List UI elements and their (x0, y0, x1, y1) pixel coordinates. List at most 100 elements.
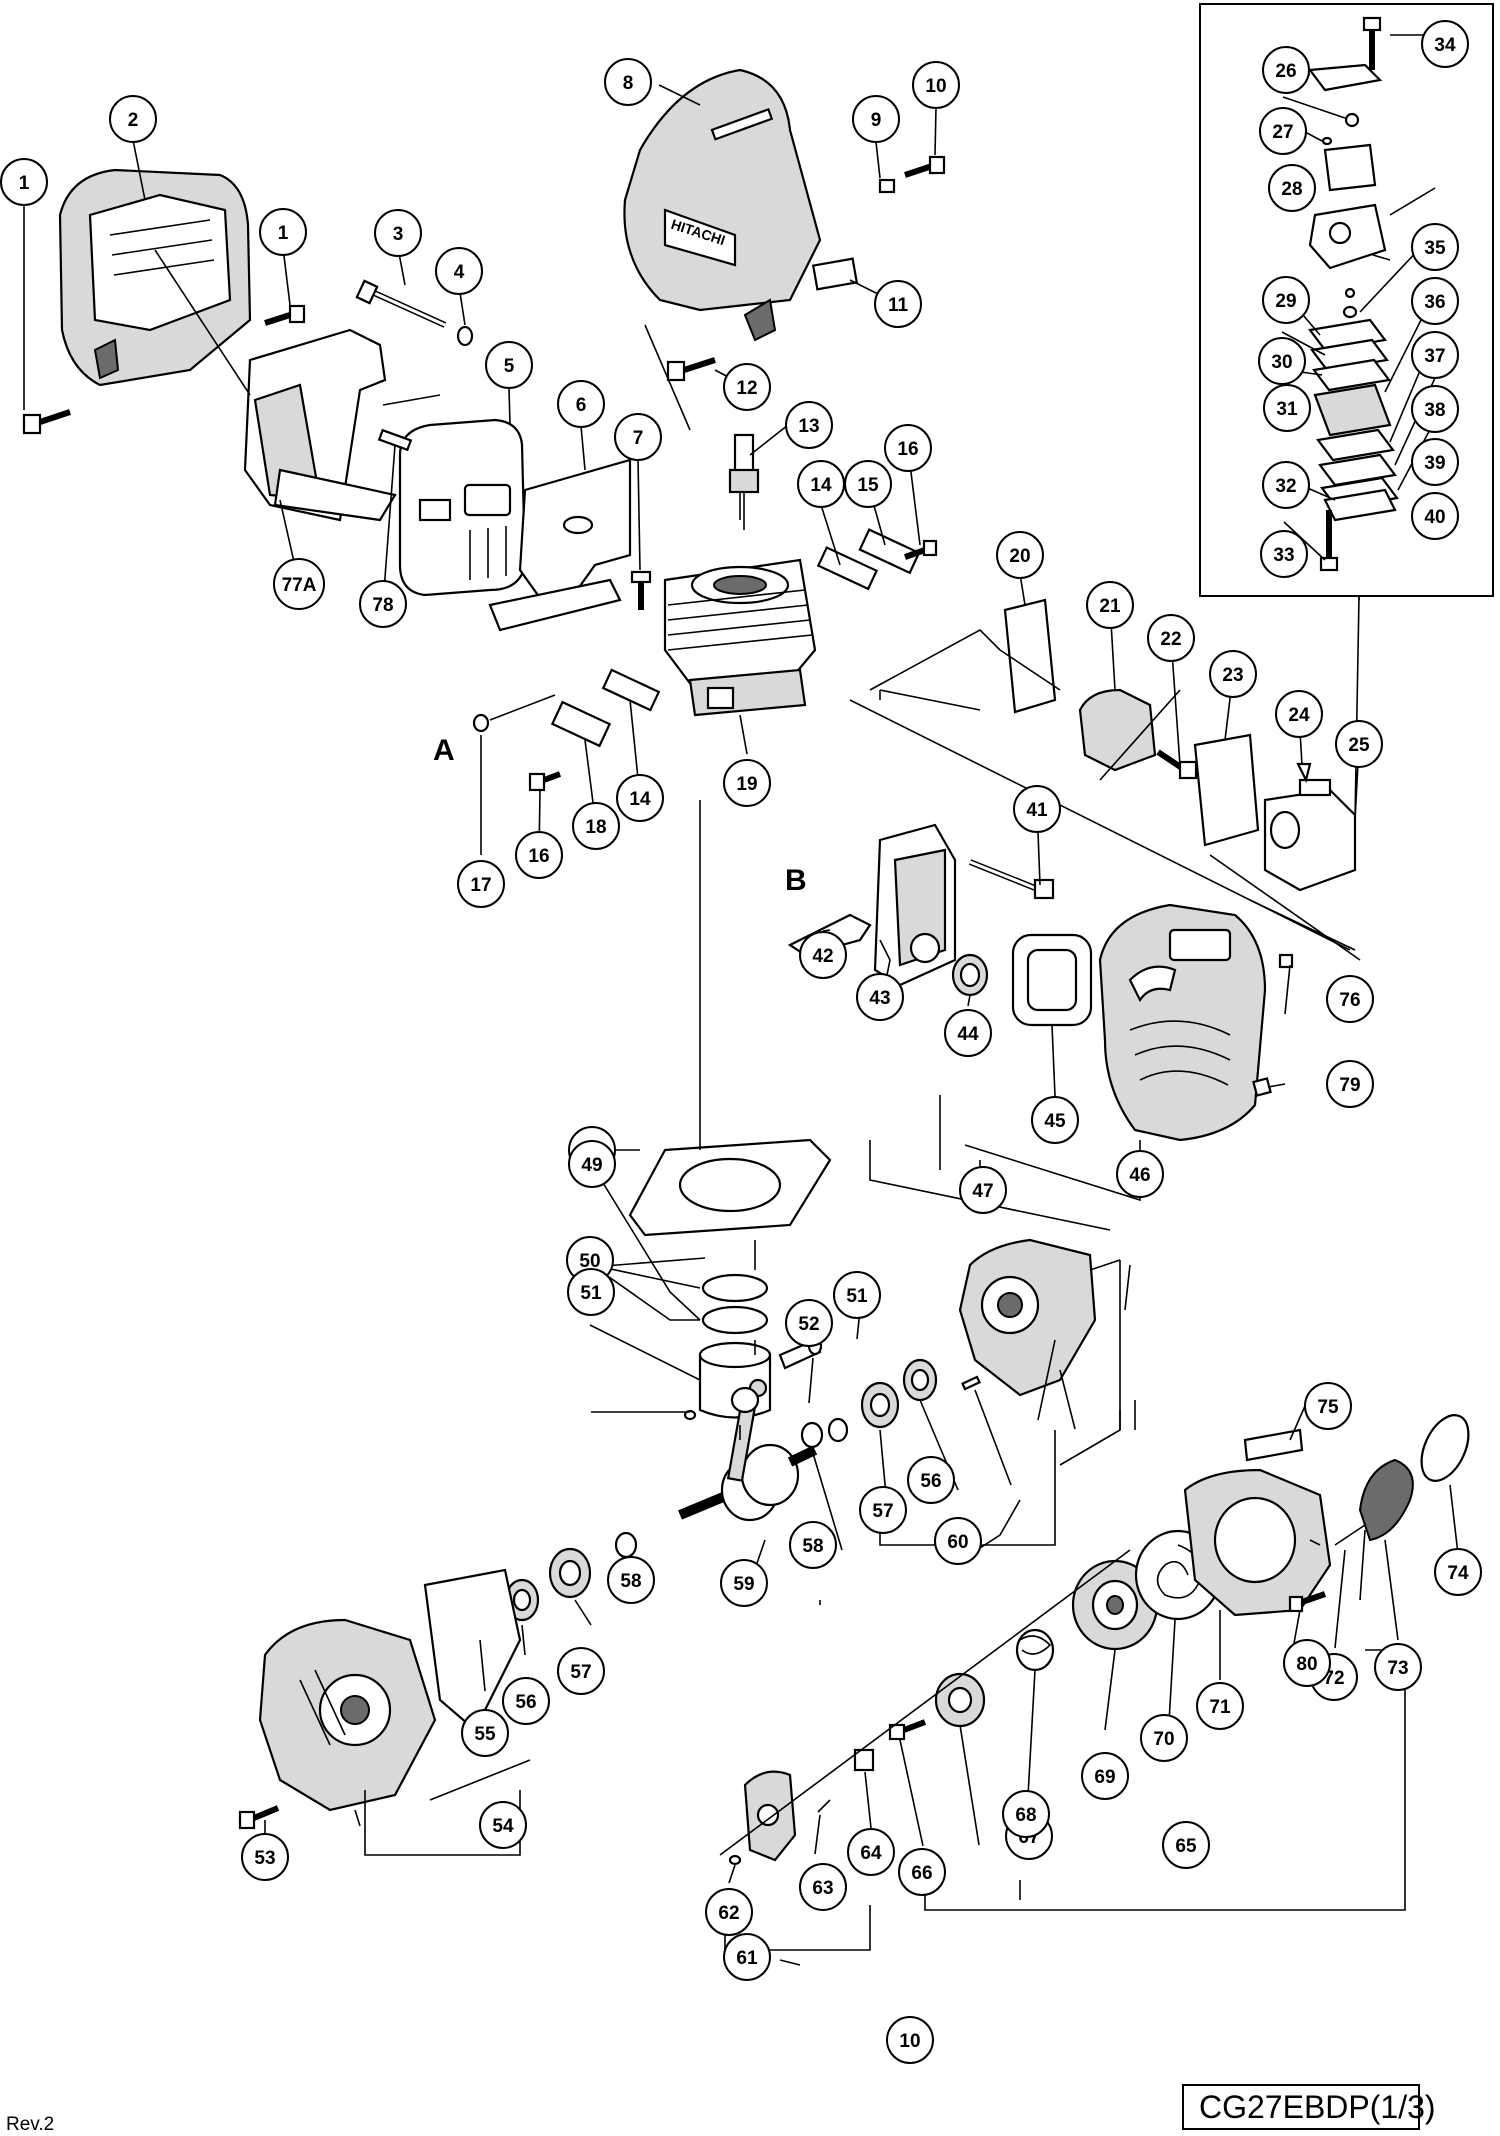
carb-detail-diaphragm-39 (1318, 453, 1397, 487)
callout-58: 58 (607, 1556, 655, 1604)
shroud-part (243, 328, 397, 522)
top-cover-part: HITACHI (623, 68, 822, 342)
callout-number: 5 (504, 356, 515, 377)
washer-58-right-part (800, 1421, 824, 1449)
crankshaft-part (678, 1386, 818, 1522)
callout-1: 1 (0, 158, 48, 206)
callout-circle (1421, 20, 1469, 68)
callout-circle (874, 280, 922, 328)
callout-circle (604, 58, 652, 106)
callout-circle (614, 413, 662, 461)
callout-circle (723, 1933, 771, 1981)
callout-30: 30 (1258, 337, 1306, 385)
callout-number: 10 (899, 2031, 920, 2052)
knob-44-part (951, 953, 989, 997)
callout-55: 55 (461, 1709, 509, 1757)
callout-number: 78 (372, 595, 393, 616)
callout-number: 26 (1275, 61, 1296, 82)
callout-number: 39 (1424, 453, 1445, 474)
callout-number: 17 (470, 875, 491, 896)
callout-circle (1411, 385, 1459, 433)
callout-3: 3 (374, 209, 422, 257)
callout-58: 58 (789, 1521, 837, 1569)
crankcase-right-part (958, 1238, 1097, 1397)
callout-number: 58 (620, 1571, 641, 1592)
callout-number: 27 (1272, 122, 1293, 143)
callout-number: 66 (911, 1863, 932, 1884)
callout-circle (479, 1801, 527, 1849)
air-cleaner-cover-part (1098, 903, 1267, 1142)
callout-circle (567, 1268, 615, 1316)
spring-64-part (817, 1799, 831, 1813)
callout-circle (273, 558, 325, 610)
callout-number: 40 (1424, 507, 1445, 528)
callout-number: 13 (798, 416, 819, 437)
callout-74: 74 (1434, 1548, 1482, 1596)
callout-number: 15 (857, 475, 879, 496)
bearing-57-right-bore (869, 1392, 891, 1418)
callout-71: 71 (1196, 1682, 1244, 1730)
callout-57: 57 (557, 1647, 605, 1695)
callout-number: 44 (957, 1024, 979, 1045)
callout-circle (557, 1647, 605, 1695)
carburetor-detail-box (1199, 3, 1494, 597)
callout-number: 54 (492, 1816, 514, 1837)
callout-22: 22 (1147, 614, 1195, 662)
callout-11: 11 (874, 280, 922, 328)
crankcase-gasket-part (423, 1568, 522, 1732)
callout-number: 49 (581, 1155, 602, 1176)
callout-18: 18 (572, 802, 620, 850)
callout-number: 60 (947, 1532, 968, 1553)
callout-number: 58 (802, 1536, 823, 1557)
callout-number: 63 (812, 1878, 833, 1899)
muffler-gasket-part (488, 458, 632, 632)
callout-47: 47 (959, 1166, 1007, 1214)
callout-17: 17 (457, 860, 505, 908)
clip-17-part (472, 713, 490, 733)
callout-79: 79 (1326, 1060, 1374, 1108)
callout-number: 53 (254, 1848, 275, 1869)
callout-circle (1081, 1752, 1129, 1800)
callout-10: 10 (886, 2016, 934, 2064)
callout-5: 5 (485, 341, 533, 389)
callout-39: 39 (1411, 438, 1459, 486)
callout-circle (1147, 614, 1195, 662)
callout-circle (1162, 1821, 1210, 1869)
callout-circle (515, 831, 563, 879)
model-label: CG27EBDP(1/3) (1199, 2089, 1436, 2125)
callout-circle (1275, 690, 1323, 738)
callout-number: 69 (1094, 1767, 1115, 1788)
section-label-a: A (433, 734, 455, 767)
callout-number: 16 (897, 439, 918, 460)
bolt-3-part (355, 279, 447, 328)
callout-circle (884, 424, 932, 472)
callout-circle (359, 580, 407, 628)
callout-circle (723, 759, 771, 807)
callout-16: 16 (515, 831, 563, 879)
callout-number: 32 (1275, 476, 1296, 497)
callout-circle (785, 1299, 833, 1347)
carb-detail-body-bore (1328, 221, 1352, 245)
callout-61: 61 (723, 1933, 771, 1981)
callout-43: 43 (856, 973, 904, 1021)
callout-62: 62 (705, 1888, 753, 1936)
callout-number: 28 (1281, 179, 1302, 200)
clip-51-left-part (683, 1409, 697, 1421)
callout-28: 28 (1268, 164, 1316, 212)
callout-circle (1262, 276, 1310, 324)
callout-circle (1411, 492, 1459, 540)
callout-number: 19 (736, 774, 757, 795)
callout-31: 31 (1263, 384, 1311, 432)
callout-66: 66 (898, 1848, 946, 1896)
callout-circle (789, 1521, 837, 1569)
callout-16: 16 (884, 424, 932, 472)
callout-78: 78 (359, 580, 407, 628)
callout-51: 51 (567, 1268, 615, 1316)
callout-number: 8 (623, 73, 634, 94)
callout-number: 37 (1424, 346, 1445, 367)
muffler-part (398, 418, 527, 597)
callout-number: 11 (888, 295, 909, 316)
carb-detail-bracket-26 (1307, 63, 1383, 92)
callout-number: 64 (860, 1843, 882, 1864)
bolt-22-part (1156, 749, 1198, 780)
